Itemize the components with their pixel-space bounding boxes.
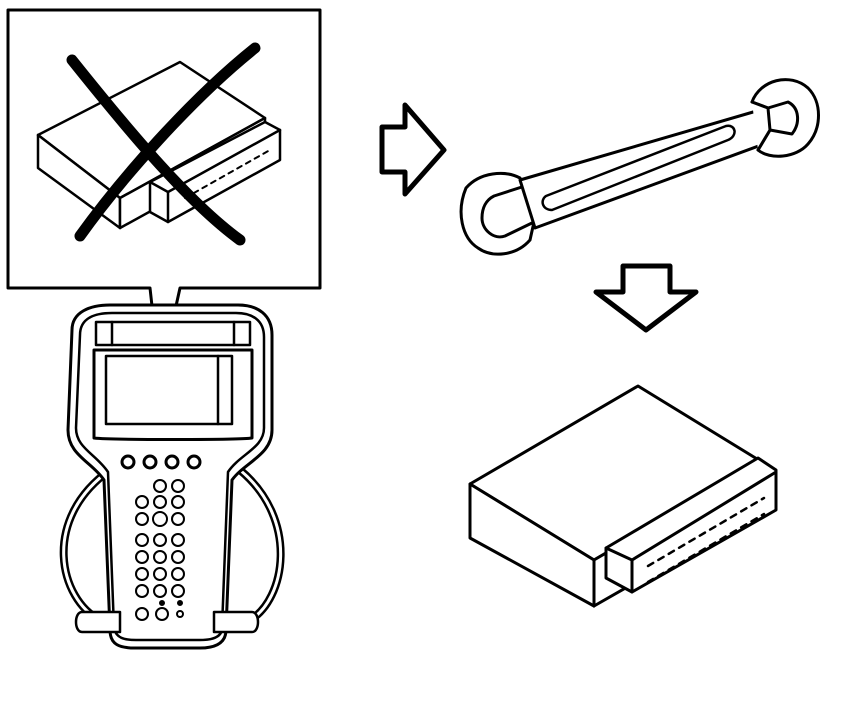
ecm-module-icon-large bbox=[468, 384, 778, 608]
arrow-down-icon bbox=[593, 263, 699, 333]
scan-tool-icon bbox=[59, 303, 285, 650]
wrench-icon bbox=[459, 78, 820, 256]
arrow-right-icon bbox=[379, 102, 447, 197]
cross-icon bbox=[66, 42, 261, 246]
keypad bbox=[135, 479, 185, 621]
